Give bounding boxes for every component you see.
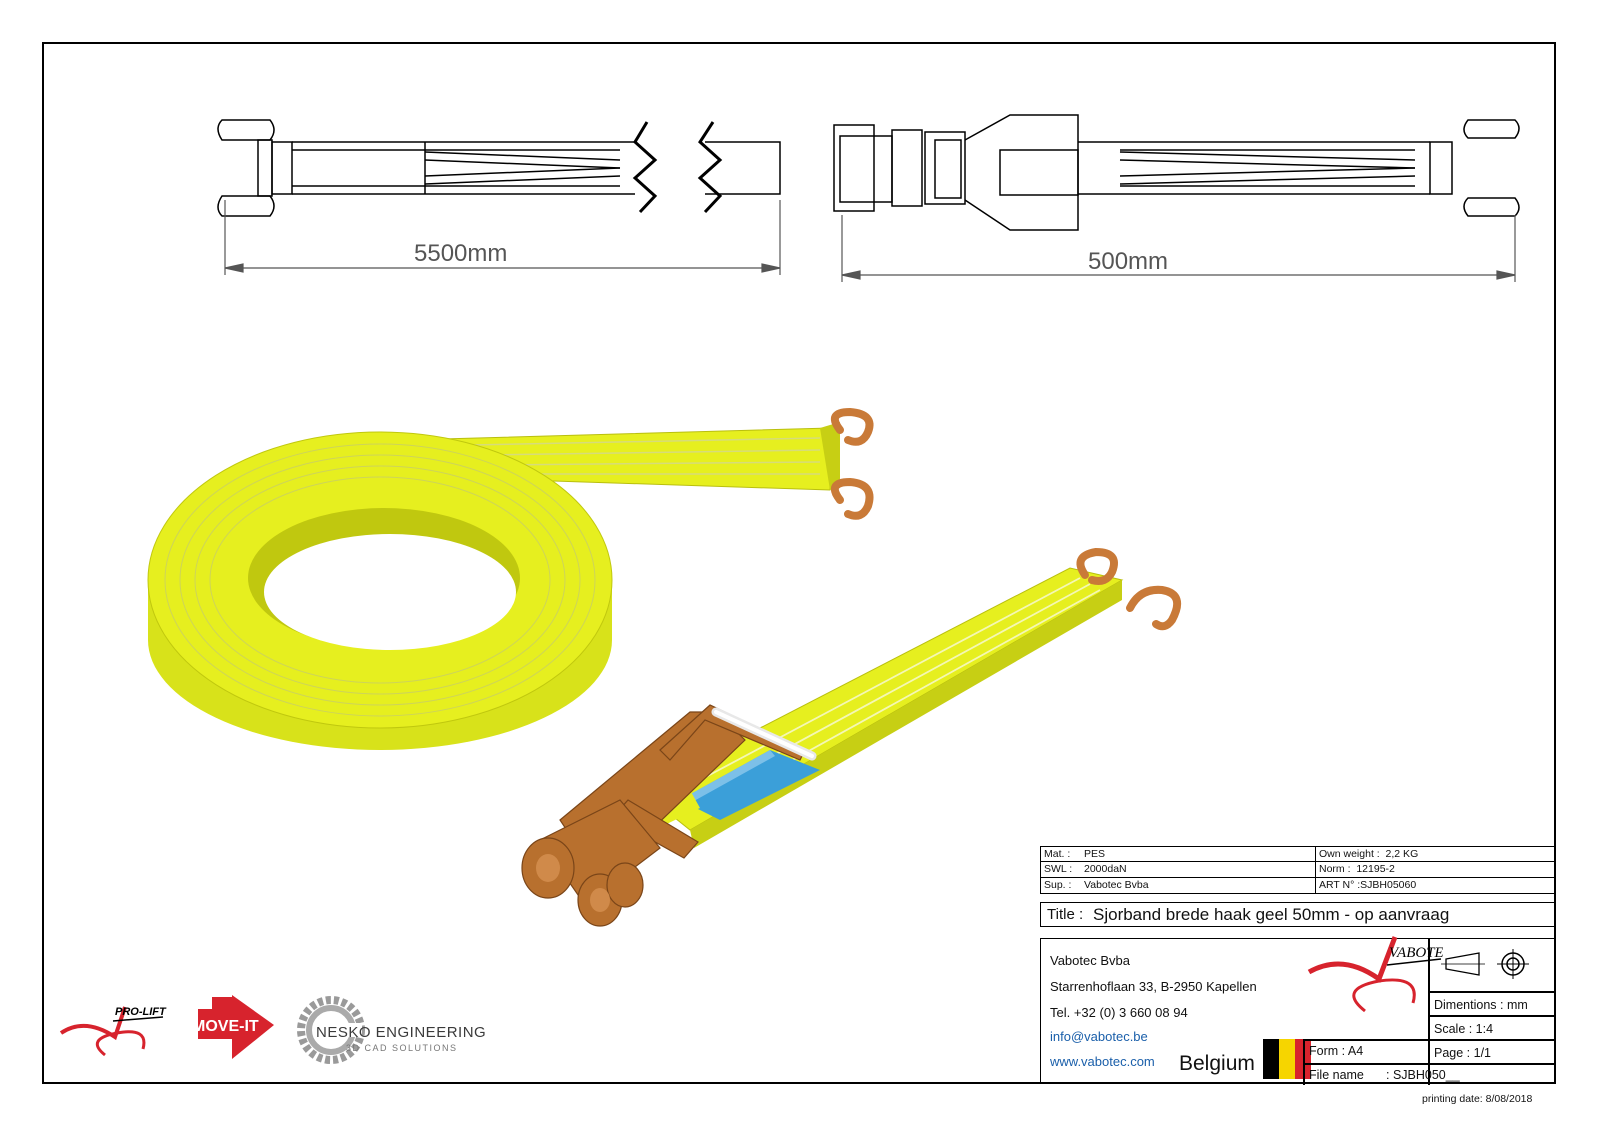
- swl-cell: SWL :2000daN: [1041, 862, 1316, 878]
- company-info-block: Vabotec Bvba Starrenhoflaan 33, B-2950 K…: [1040, 936, 1556, 1085]
- sup-cell: Sup. :Vabotec Bvba: [1041, 877, 1316, 893]
- title-label: Title :: [1047, 906, 1084, 923]
- dimension-label-left: 5500mm: [414, 240, 508, 267]
- nesko-logo-subtitle: 3D CAD SOLUTIONS: [346, 1043, 458, 1053]
- printing-date: printing date: 8/08/2018: [1422, 1093, 1533, 1105]
- company-address: Starrenhoflaan 33, B-2950 Kapellen: [1050, 979, 1257, 994]
- material-table: Mat. :PES Own weight : 2,2 KG SWL :2000d…: [1040, 846, 1556, 894]
- country-label: Belgium: [1179, 1052, 1255, 1075]
- company-email[interactable]: info@vabotec.be: [1050, 1029, 1148, 1044]
- drawing-frame: [42, 42, 1556, 1084]
- page-label: Page : 1/1: [1434, 1046, 1491, 1060]
- prolift-logo-text: PRO-LIFT: [115, 1006, 167, 1018]
- vabotec-logo-text: VABOTEC: [1389, 945, 1443, 961]
- norm-cell: Norm : 12195-2: [1316, 862, 1555, 878]
- title-block: Title : Sjorband brede haak geel 50mm - …: [1040, 902, 1556, 927]
- dimentions-label: Dimentions : mm: [1434, 998, 1528, 1012]
- projection-symbol-icon: [1441, 949, 1529, 979]
- filename-value: : SJBH050__: [1386, 1068, 1460, 1082]
- prolift-logo: PRO-LIFT: [59, 1006, 167, 1057]
- vabotec-logo: VABOTEC: [1307, 936, 1443, 1013]
- nesko-logo-title: NESKO ENGINEERING: [316, 1024, 487, 1041]
- company-name: Vabotec Bvba: [1050, 953, 1130, 968]
- dimension-label-right: 500mm: [1088, 248, 1169, 275]
- mat-cell: Mat. :PES: [1041, 847, 1316, 863]
- company-website[interactable]: www.vabotec.com: [1050, 1054, 1155, 1069]
- scale-label: Scale : 1:4: [1434, 1022, 1494, 1036]
- form-label: Form : A4: [1309, 1044, 1364, 1058]
- art-cell: ART N° :SJBH05060: [1319, 878, 1417, 891]
- filename-label: File name: [1309, 1068, 1364, 1082]
- moveit-logo-text: MOVE-IT: [192, 1018, 259, 1035]
- nesko-gear-icon: [297, 996, 365, 1064]
- weight-cell: Own weight : 2,2 KG: [1316, 847, 1555, 863]
- company-phone: Tel. +32 (0) 3 660 08 94: [1050, 1005, 1188, 1020]
- title-value: Sjorband brede haak geel 50mm - op aanvr…: [1093, 904, 1450, 924]
- moveit-logo: MOVE-IT: [192, 995, 274, 1059]
